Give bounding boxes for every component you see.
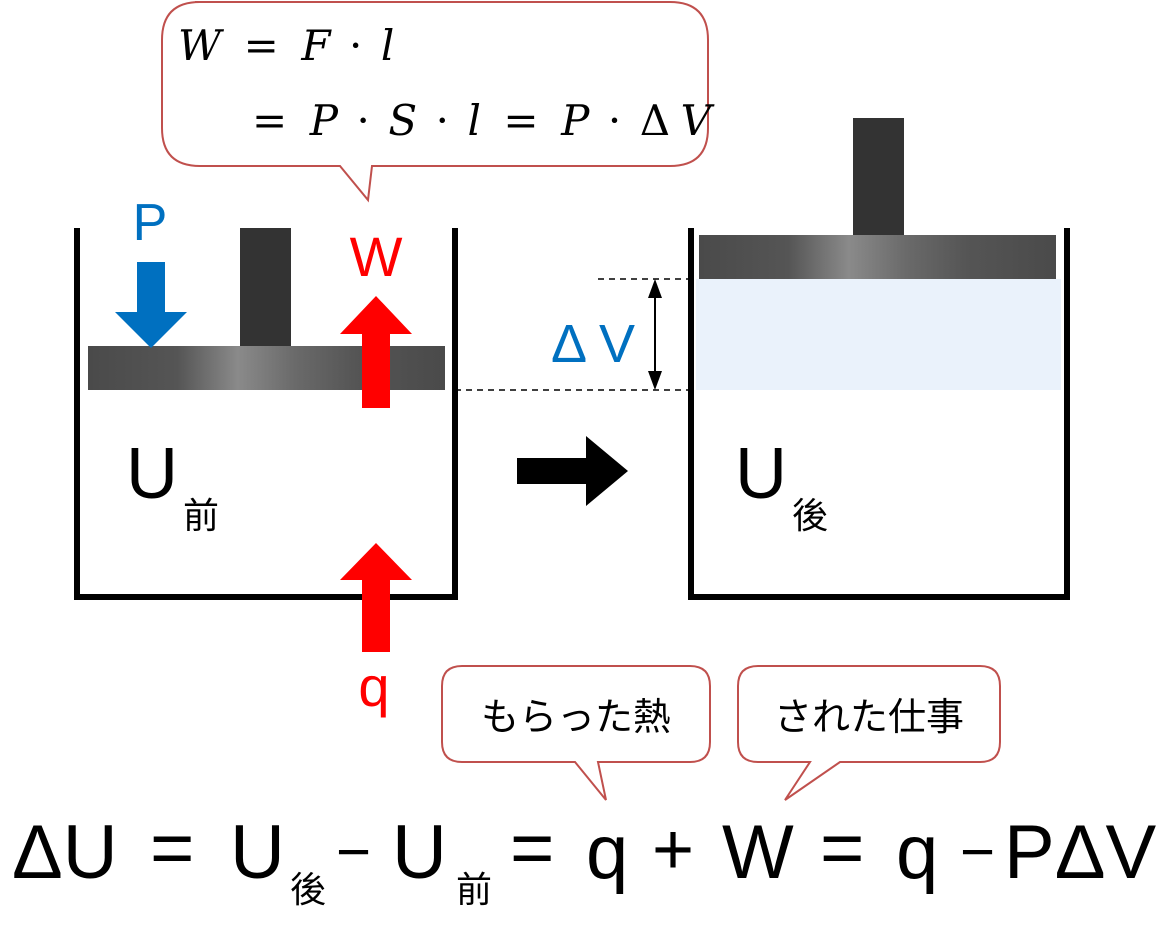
heat-arrow-up [340, 543, 412, 652]
delta-v-arrowhead-top [648, 279, 662, 298]
delta-v-label: Δ V [551, 314, 635, 374]
work-callout-text: された仕事 [774, 695, 964, 739]
cylinder-after-walls [688, 228, 1070, 600]
work-label: W [350, 225, 403, 288]
process-arrow [517, 436, 628, 506]
eq-u-after: U [230, 810, 285, 895]
work-callout-bubble [737, 665, 1001, 801]
work-arrow-up [340, 296, 412, 408]
eq-delta-u: ΔU [12, 810, 118, 895]
pressure-label: P [133, 194, 168, 252]
cylinder-before: P W U 前 q [74, 194, 458, 718]
eq-q: q [586, 810, 628, 895]
piston-rod-before [240, 228, 291, 348]
heat-callout-bubble [441, 665, 711, 801]
heat-callout: もらった熱 [441, 665, 711, 801]
formula-line-2: = P · S · l = P · Δ V [252, 96, 715, 145]
cylinder-before-walls [74, 228, 458, 600]
energy-before-subscript: 前 [183, 496, 219, 537]
expanded-gas-region [696, 279, 1061, 390]
eq-q2: q [896, 810, 938, 895]
eq-minus-1: − [336, 818, 371, 885]
eq-u-before: U [392, 810, 447, 895]
eq-p-delta-v: PΔV [1004, 810, 1156, 895]
eq-u-before-sub: 前 [456, 870, 492, 911]
piston-before [88, 346, 445, 390]
first-law-equation: ΔU = U 後 − U 前 = q + W = q − PΔV [12, 806, 1156, 911]
energy-after-label: U [735, 434, 787, 514]
formula-line-1: W = F · l [178, 21, 394, 70]
eq-equals-2: = [510, 806, 554, 891]
eq-equals-3: = [820, 806, 864, 891]
formula-callout: W = F · l = P · S · l = P · Δ V [161, 1, 715, 203]
energy-before-label: U [126, 434, 178, 514]
eq-u-after-sub: 後 [290, 870, 326, 911]
eq-equals-1: = [150, 806, 194, 891]
pressure-arrow-down [115, 262, 187, 348]
heat-callout-text: もらった熱 [481, 695, 671, 739]
eq-minus-2: − [960, 818, 995, 885]
piston-rod-after [853, 118, 904, 238]
eq-plus: + [652, 810, 694, 890]
formula-callout-bubble [161, 1, 709, 203]
eq-w: W [722, 810, 794, 895]
work-callout: された仕事 [737, 665, 1001, 801]
delta-v-arrowhead-bottom [648, 371, 662, 390]
piston-after [699, 235, 1056, 279]
cylinder-after: Δ V U 後 [551, 118, 1070, 600]
heat-label: q [358, 655, 389, 718]
energy-after-subscript: 後 [792, 496, 828, 537]
